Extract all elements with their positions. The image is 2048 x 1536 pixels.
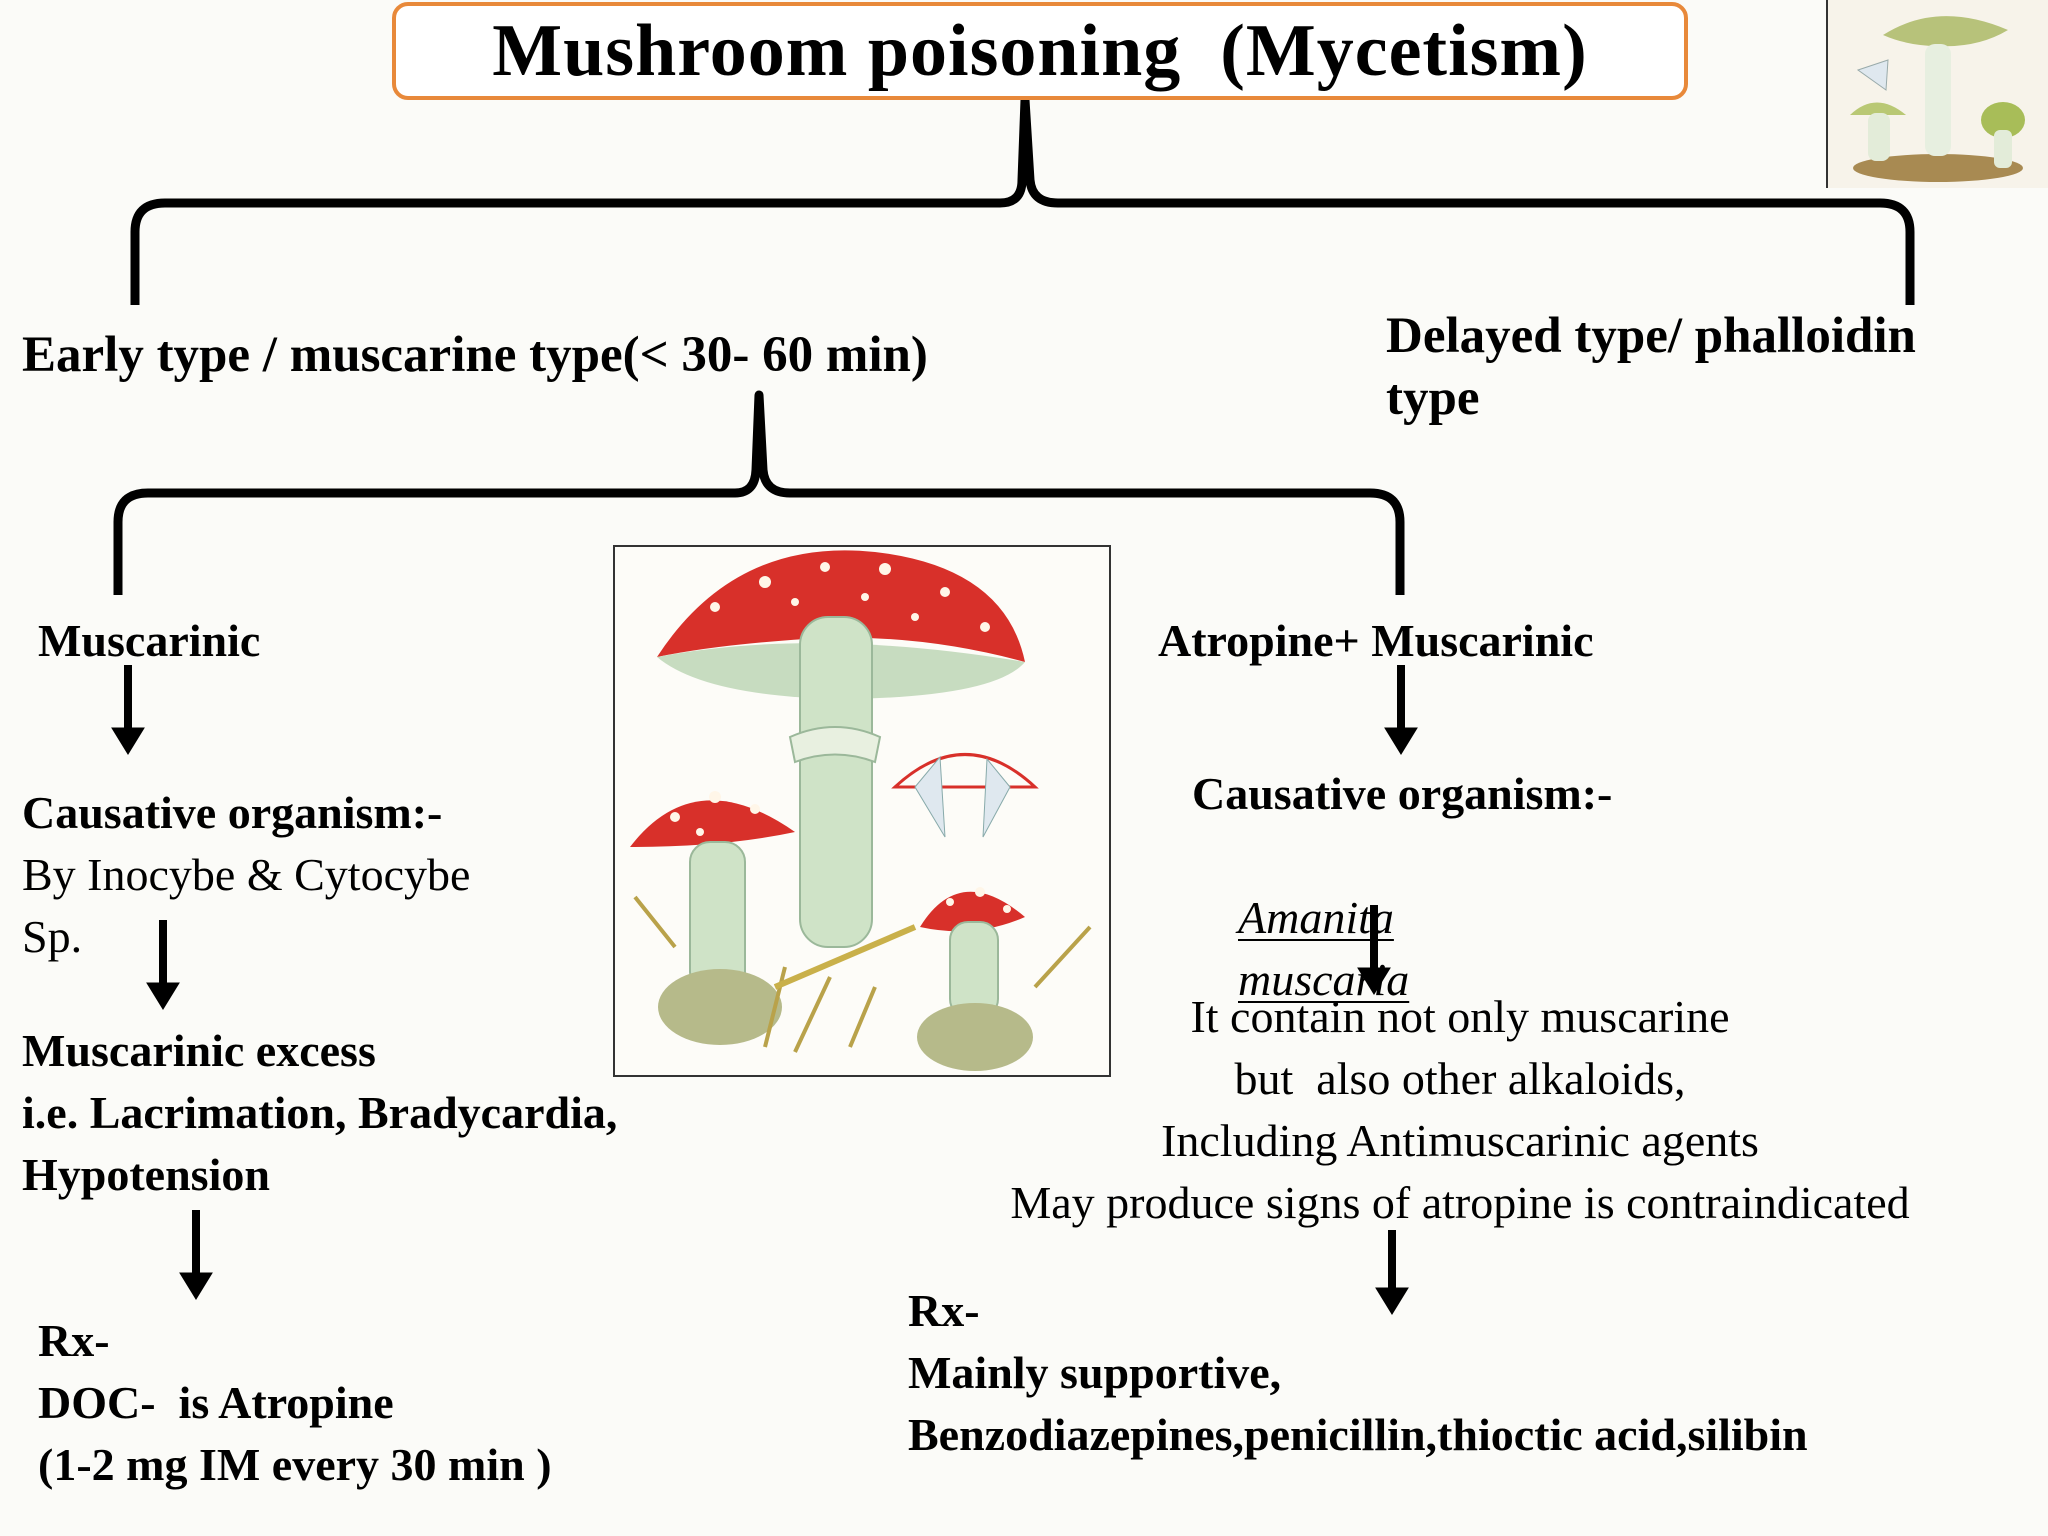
rx-line: Benzodiazepines,penicillin,thioctic acid… [908, 1409, 1808, 1460]
delayed-type-line: Delayed type/ phalloidin [1386, 308, 1916, 364]
atropine-muscarinic-heading: Atropine+ Muscarinic [1158, 615, 1594, 666]
sub-bracket [113, 390, 1405, 595]
alkaloid-line: It contain not only muscarine [1190, 991, 1730, 1042]
excess-line: Hypotension [22, 1149, 270, 1200]
causative-label: Causative organism:- [1192, 768, 1613, 819]
early-type-label: Early type / muscarine type(< 30- 60 min… [22, 327, 928, 383]
atropine-rx: Rx- Mainly supportive, Benzodiazepines,p… [908, 1280, 1808, 1466]
atropine-causative: Causative organism:- Amanita muscaria [1192, 763, 1612, 1073]
organism-genus: Amanita [1238, 892, 1394, 943]
causative-line: By Inocybe & Cytocybe [22, 849, 471, 900]
arrow-down-icon [1375, 1230, 1409, 1315]
excess-line: i.e. Lacrimation, Bradycardia, [22, 1087, 618, 1138]
arrow-down-icon [179, 1210, 213, 1300]
causative-label: Causative organism:- [22, 787, 443, 838]
title-box: Mushroom poisoning (Mycetism) [392, 2, 1688, 100]
alkaloid-line: Including Antimuscarinic agents [1161, 1115, 1759, 1166]
rx-line: (1-2 mg IM every 30 min ) [38, 1439, 552, 1490]
delayed-type-line: type [1386, 370, 1480, 426]
death-cap-mushroom-illustration [1826, 0, 2048, 188]
arrow-down-icon [1357, 905, 1391, 995]
arrow-down-icon [146, 920, 180, 1010]
alkaloid-line: May produce signs of atropine is contrai… [1010, 1177, 1910, 1228]
alkaloid-notes: It contain not only muscarine but also o… [880, 986, 2040, 1234]
arrow-down-icon [111, 665, 145, 755]
excess-line: Muscarinic excess [22, 1025, 376, 1076]
fly-agaric-mushroom-illustration [613, 545, 1111, 1077]
arrow-down-icon [1384, 665, 1418, 755]
organism-species: muscaria [1238, 954, 1410, 1005]
top-bracket [130, 95, 1915, 305]
rx-line: Mainly supportive, [908, 1347, 1282, 1398]
rx-line: Rx- [38, 1315, 110, 1366]
page-title: Mushroom poisoning (Mycetism) [492, 9, 1588, 92]
causative-line: Sp. [22, 911, 83, 962]
muscarinic-heading: Muscarinic [38, 615, 261, 666]
alkaloid-line: but also other alkaloids, [1234, 1053, 1686, 1104]
muscarinic-rx: Rx- DOC- is Atropine (1-2 mg IM every 30… [38, 1310, 552, 1496]
muscarinic-causative: Causative organism:- By Inocybe & Cytocy… [22, 782, 470, 968]
rx-line: Rx- [908, 1285, 980, 1336]
delayed-type-label: Delayed type/ phalloidin type [1386, 305, 1916, 429]
muscarinic-excess: Muscarinic excess i.e. Lacrimation, Brad… [22, 1020, 617, 1206]
rx-line: DOC- is Atropine [38, 1377, 394, 1428]
